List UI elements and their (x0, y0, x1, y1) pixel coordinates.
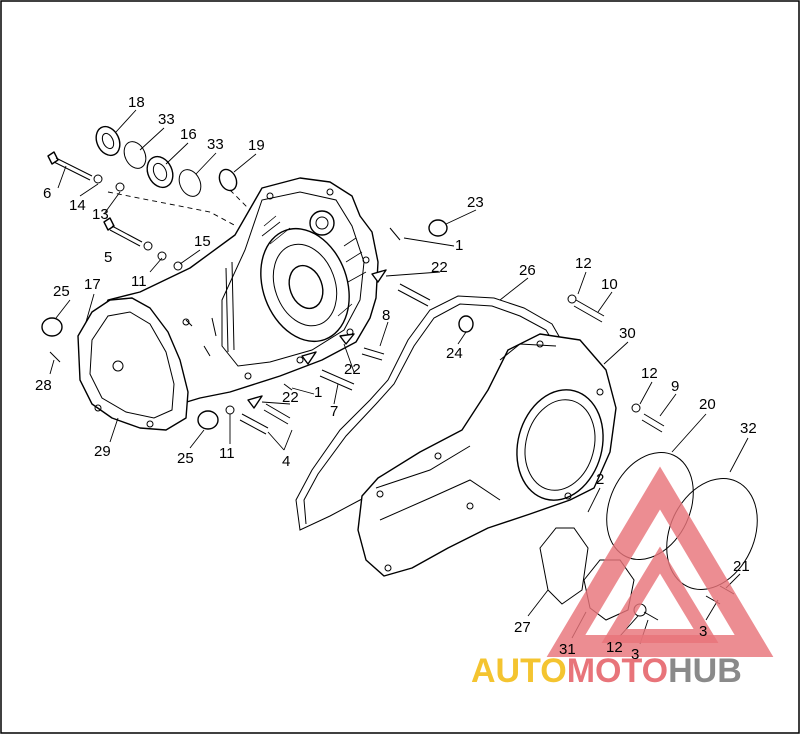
callout-12: 12 (575, 255, 592, 272)
callout-6: 6 (43, 185, 51, 202)
callout-15: 15 (194, 233, 211, 250)
callout-4: 4 (282, 453, 290, 470)
bearing-stack (41, 125, 474, 430)
callout-1: 1 (455, 237, 463, 254)
callout-19: 19 (248, 137, 265, 154)
callout-21: 21 (733, 558, 750, 575)
callout-30: 30 (619, 325, 636, 342)
callout-5: 5 (104, 249, 112, 266)
callout-28: 28 (35, 377, 52, 394)
derby-cover-housing (77, 297, 189, 431)
callout-33: 33 (207, 136, 224, 153)
callout-2: 2 (596, 471, 604, 488)
callout-22: 22 (431, 259, 448, 276)
callout-12: 12 (606, 639, 623, 656)
callout-3: 3 (699, 623, 707, 640)
watermark-triangle-outer (546, 466, 774, 657)
callout-22: 22 (282, 389, 299, 406)
callout-12: 12 (641, 365, 658, 382)
watermark-auto: AUTO (471, 652, 567, 690)
callout-33: 33 (158, 111, 175, 128)
alignment-line-b (229, 189, 251, 211)
callout-29: 29 (94, 443, 111, 460)
watermark-brand: AUTOMOTOHUB (471, 652, 742, 690)
callout-3: 3 (631, 646, 639, 663)
fasteners (47, 151, 735, 621)
callout-18: 18 (128, 94, 145, 111)
callout-11: 11 (219, 445, 235, 462)
callout-22: 22 (344, 361, 361, 378)
callout-16: 16 (180, 126, 197, 143)
automotohub-watermark: AUTOMOTOHUB (471, 466, 774, 690)
callout-13: 13 (92, 206, 109, 223)
callout-14: 14 (69, 197, 86, 214)
callout-11: 11 (131, 273, 147, 290)
alignment-line-a (107, 191, 237, 227)
callout-7: 7 (330, 403, 338, 420)
callout-8: 8 (382, 307, 390, 324)
callout-10: 10 (601, 276, 618, 293)
callout-32: 32 (740, 420, 757, 437)
callout-31: 31 (559, 641, 576, 658)
callout-25: 25 (53, 283, 70, 300)
callout-9: 9 (671, 378, 679, 395)
callout-23: 23 (467, 194, 484, 211)
callout-1: 1 (314, 384, 322, 401)
watermark-triangle-inner (601, 546, 719, 643)
watermark-hub: HUB (668, 652, 742, 690)
callout-27: 27 (514, 619, 531, 636)
callout-25: 25 (177, 450, 194, 467)
outer-primary-cover (357, 333, 617, 577)
callout-26: 26 (519, 262, 536, 279)
callout-20: 20 (699, 396, 716, 413)
callout-17: 17 (84, 276, 101, 293)
callout-24: 24 (446, 345, 463, 362)
watermark-moto: MOTO (567, 652, 668, 690)
